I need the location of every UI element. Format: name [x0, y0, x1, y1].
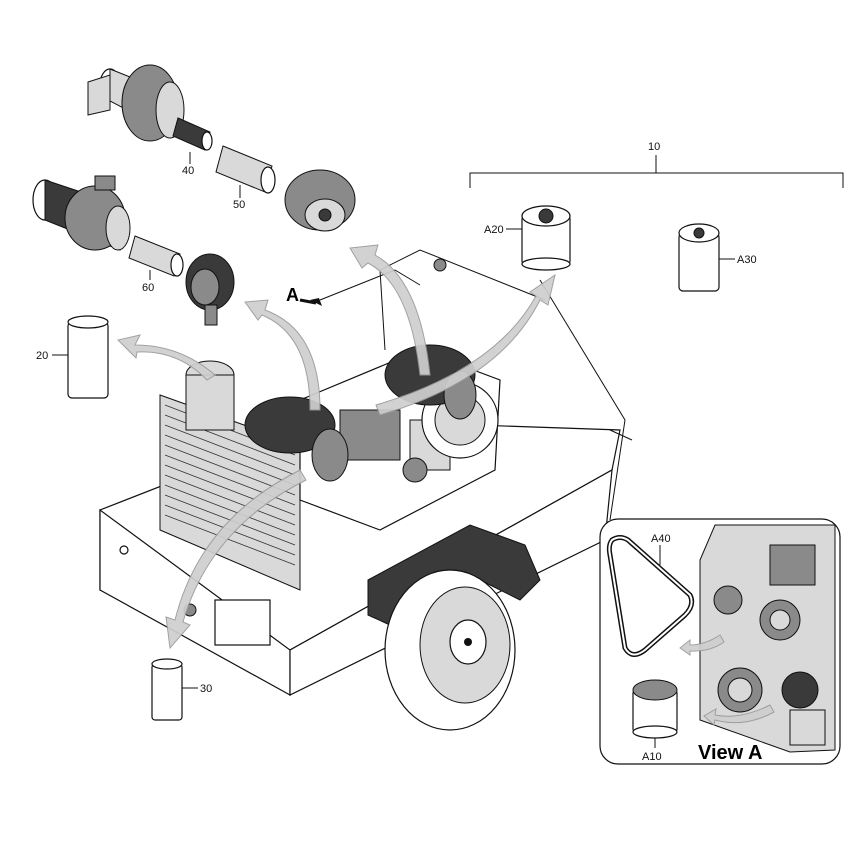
filter-element-60 [128, 235, 184, 277]
view-marker-a: A [286, 285, 299, 305]
filter-A20 [506, 205, 571, 271]
callout-30: 30 [200, 683, 212, 695]
callout-A40: A40 [651, 533, 671, 545]
air-filter-housing-upper [87, 64, 185, 142]
filter-element-50 [215, 145, 276, 194]
callout-A10: A10 [642, 751, 662, 763]
air-filter-housing-lower [32, 175, 131, 251]
air-filter-cover-lower [185, 253, 235, 326]
oil-filter-30 [151, 658, 198, 721]
separator-element-20 [52, 315, 109, 399]
callout-40: 40 [182, 165, 194, 177]
removal-arrows [117, 244, 556, 650]
callout-10: 10 [648, 141, 660, 153]
callout-A20: A20 [484, 224, 504, 236]
compressor-unit [99, 249, 633, 731]
callout-A30: A30 [737, 254, 757, 266]
callout-60: 60 [142, 282, 154, 294]
kit-bracket-10 [469, 155, 844, 188]
filter-A30 [678, 223, 735, 292]
callout-50: 50 [233, 199, 245, 211]
callout-20: 20 [36, 350, 48, 362]
air-filter-cover-upper [284, 169, 356, 232]
inset-view-a [599, 518, 841, 765]
inset-title: View A [698, 742, 762, 764]
filter-element-40 [172, 117, 213, 151]
